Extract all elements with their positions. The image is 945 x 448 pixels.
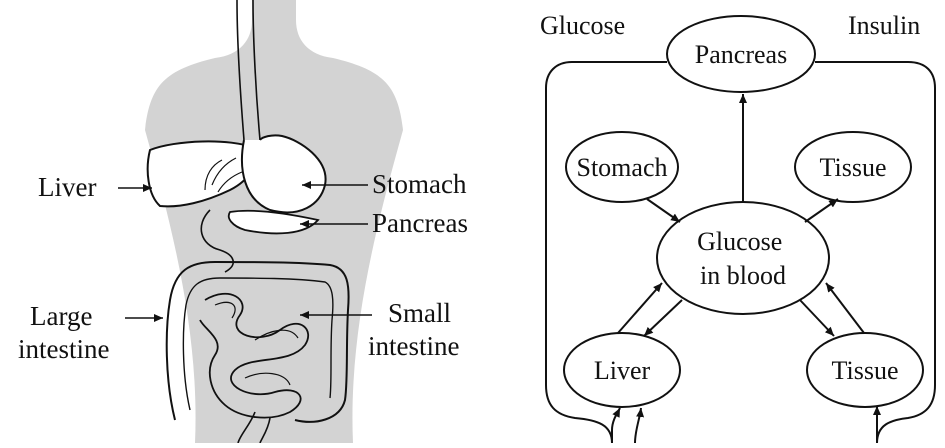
label-small-intestine-line2: intestine — [368, 331, 459, 361]
label-large-intestine: Large intestine — [18, 301, 109, 364]
node-pancreas-label: Pancreas — [695, 40, 787, 69]
insulin-return-to-liver — [635, 408, 641, 443]
label-small-intestine: Small intestine — [368, 298, 459, 361]
label-small-intestine-line1: Small — [388, 298, 451, 328]
arrow-tissue-bottom-to-blood — [826, 283, 864, 333]
label-large-intestine-line1: Large — [30, 301, 92, 331]
node-stomach: Stomach — [566, 132, 678, 202]
glucose-return-to-liver — [612, 408, 620, 443]
node-liver: Liver — [564, 333, 680, 407]
arrow-stomach-to-blood — [647, 199, 680, 222]
arrow-blood-to-liver — [644, 300, 682, 336]
node-glucose-in-blood-shape — [657, 202, 829, 314]
label-large-intestine-line2: intestine — [18, 334, 109, 364]
label-insulin: Insulin — [848, 11, 920, 40]
node-pancreas: Pancreas — [667, 16, 815, 92]
node-stomach-label: Stomach — [577, 153, 668, 182]
node-tissue-bottom: Tissue — [807, 333, 923, 407]
label-glucose: Glucose — [540, 11, 625, 40]
label-liver: Liver — [38, 172, 96, 202]
node-tissue-top-label: Tissue — [820, 153, 887, 182]
flow-diagram: Glucose Insulin Pancreas Stomach Tissue … — [540, 11, 935, 443]
label-pancreas: Pancreas — [372, 208, 468, 238]
anatomy-illustration — [145, 0, 403, 443]
node-liver-label: Liver — [594, 356, 651, 385]
node-glucose-in-blood-line1: Glucose — [697, 227, 782, 256]
arrow-blood-to-tissue-bottom — [800, 300, 834, 336]
node-tissue-bottom-label: Tissue — [832, 356, 899, 385]
node-glucose-in-blood: Glucose in blood — [657, 202, 829, 314]
node-glucose-in-blood-line2: in blood — [700, 261, 786, 290]
arrow-blood-to-tissue-top — [805, 199, 838, 222]
label-stomach: Stomach — [372, 169, 467, 199]
node-tissue-top: Tissue — [795, 132, 911, 202]
